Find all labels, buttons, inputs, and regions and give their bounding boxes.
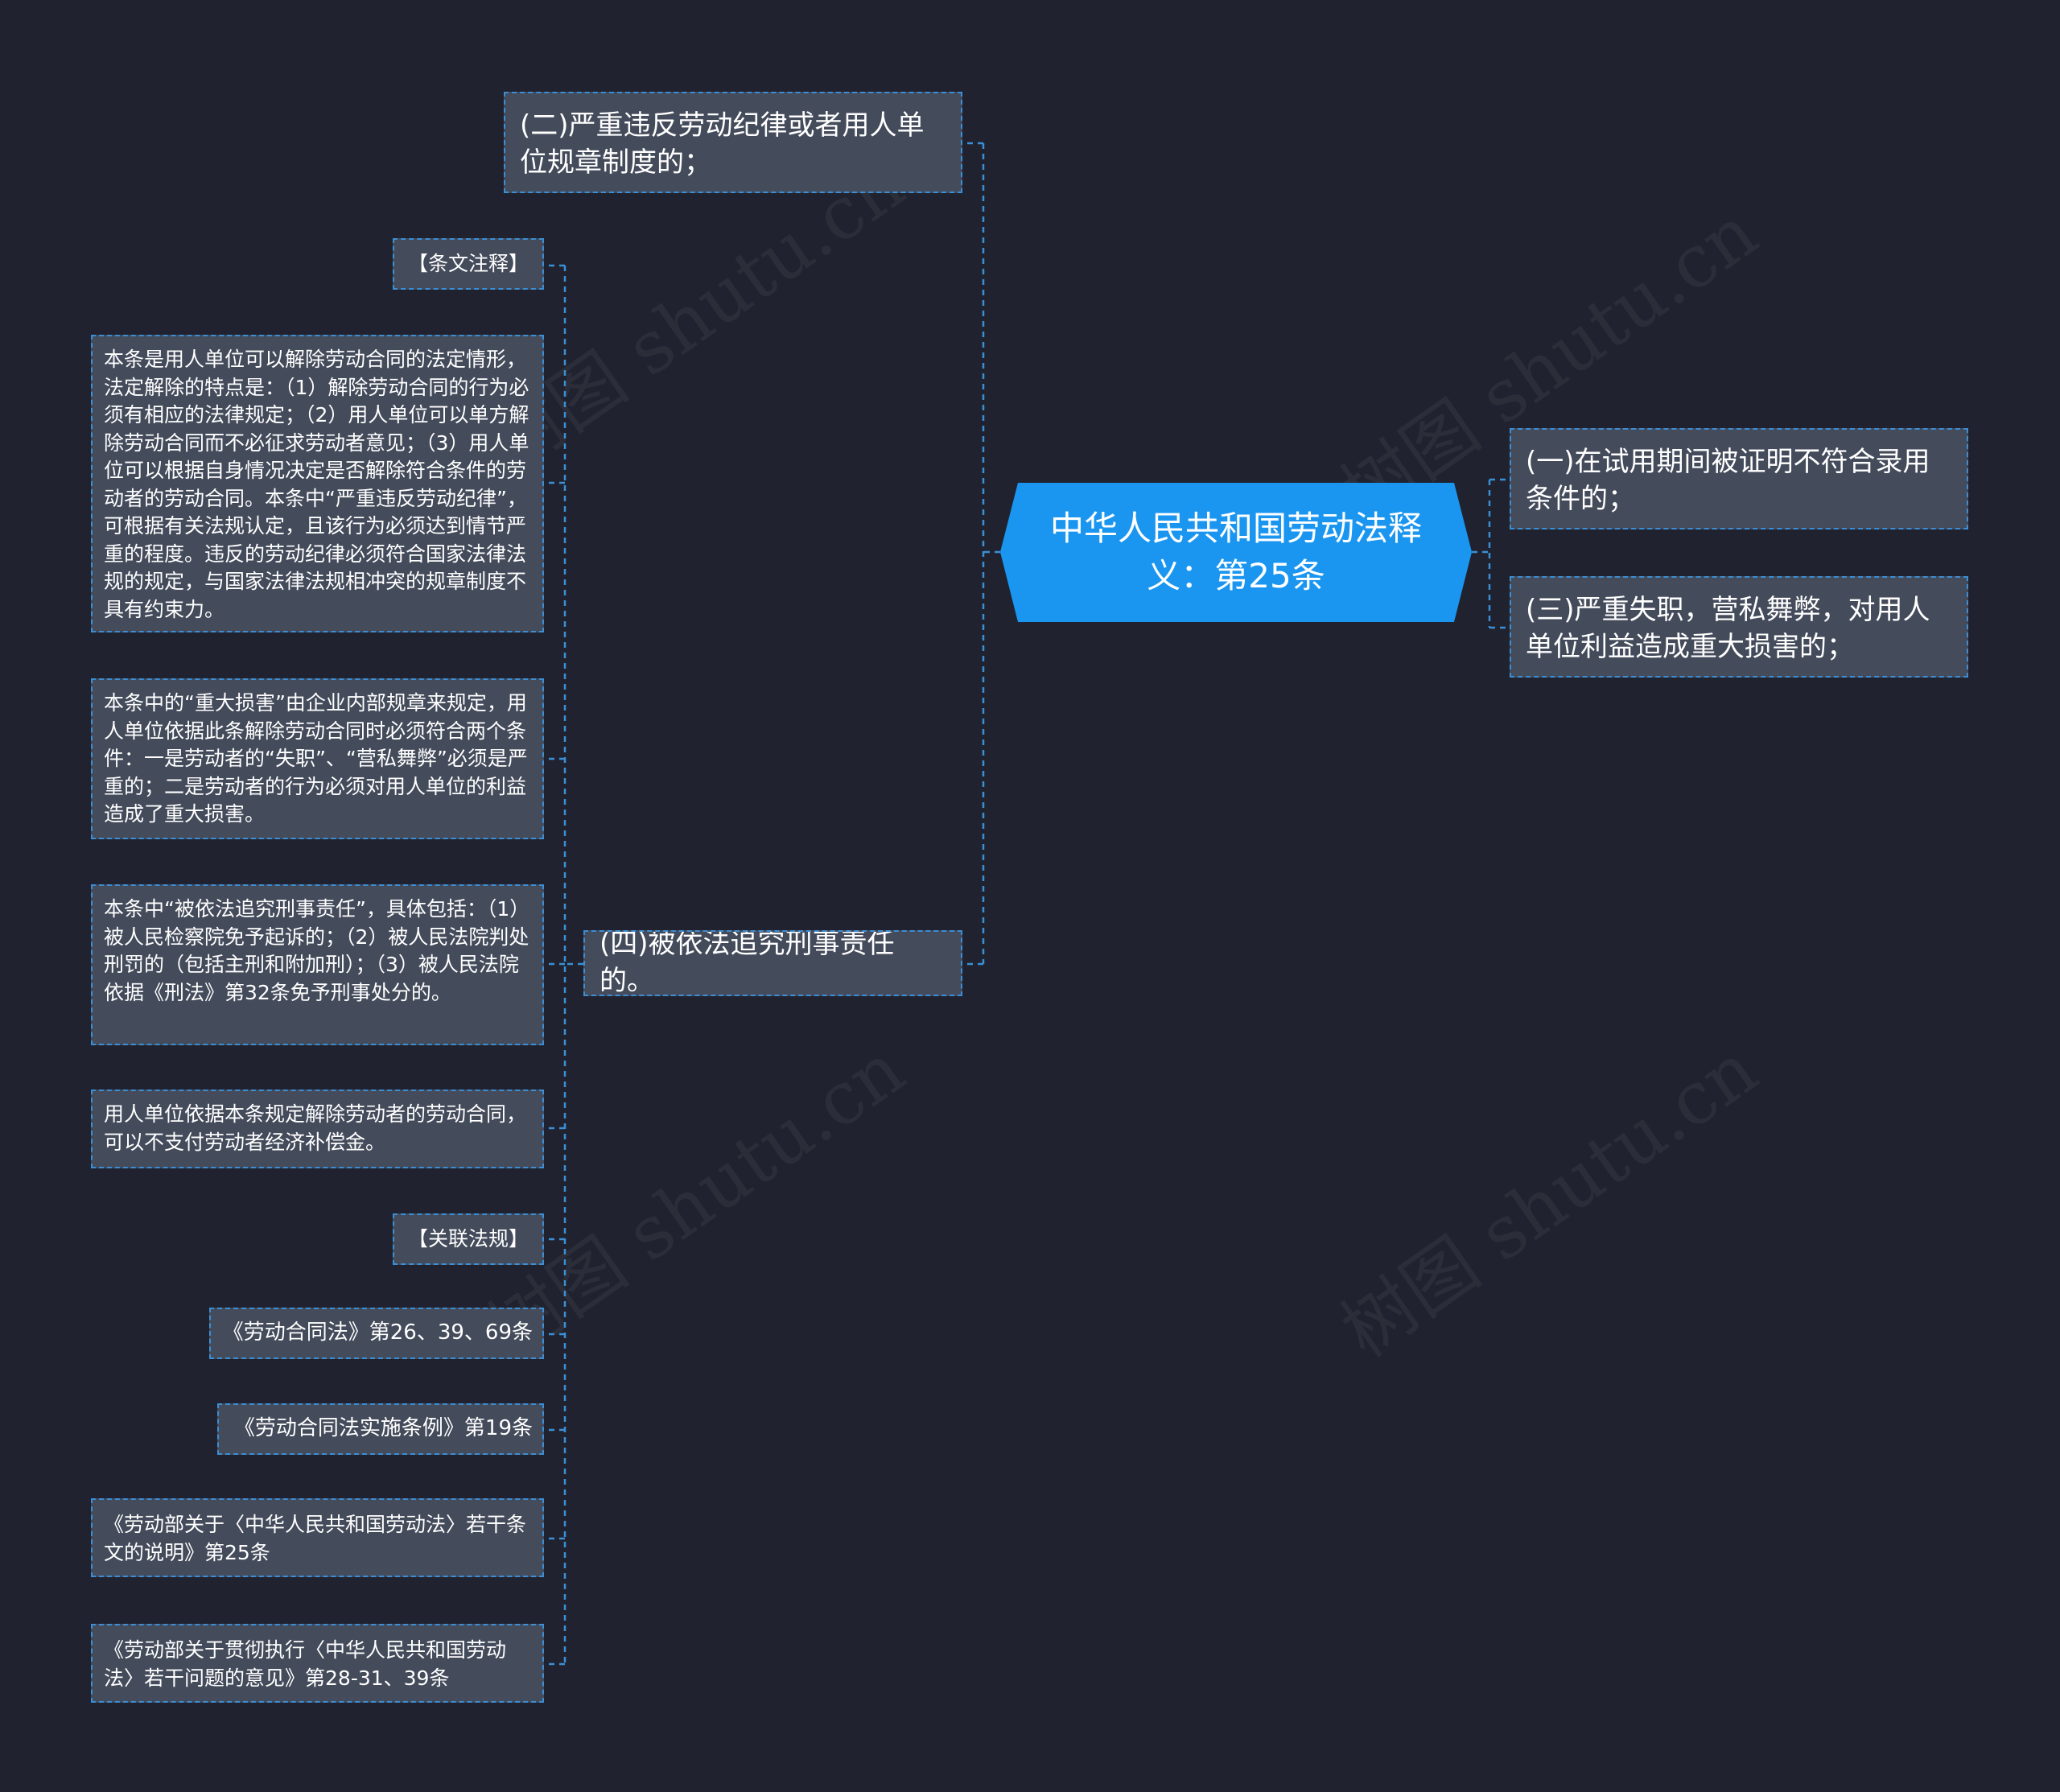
note-text: 本条中“被依法追究刑事责任”，具体包括：（1）被人民检察院免予起诉的；（2）被人…: [104, 897, 530, 1004]
branch-label: (一)在试用期间被证明不符合录用条件的；: [1526, 446, 1930, 515]
note-text: 本条是用人单位可以解除劳动合同的法定情形，法定解除的特点是：（1）解除劳动合同的…: [104, 348, 529, 621]
branch-label: (三)严重失职，营私舞弊，对用人单位利益造成重大损害的；: [1526, 594, 1930, 663]
note-node-1[interactable]: 本条是用人单位可以解除劳动合同的法定情形，法定解除的特点是：（1）解除劳动合同的…: [91, 335, 544, 632]
reference-text: 《劳动合同法》第26、39、69条: [222, 1320, 533, 1345]
watermark: 树图 shutu.cn: [1327, 1027, 1773, 1374]
note-text: 用人单位依据本条规定解除劳动者的劳动合同，可以不支付劳动者经济补偿金。: [104, 1102, 527, 1154]
reference-node-4[interactable]: 《劳动部关于贯彻执行〈中华人民共和国劳动法〉若干问题的意见》第28-31、39条: [91, 1624, 544, 1703]
branch-node-1[interactable]: (一)在试用期间被证明不符合录用条件的；: [1510, 428, 1968, 529]
note-text: 本条中的“重大损害”由企业内部规章来规定，用人单位依据此条解除劳动合同时必须符合…: [104, 691, 528, 826]
note-node-3[interactable]: 本条中“被依法追究刑事责任”，具体包括：（1）被人民检察院免予起诉的；（2）被人…: [91, 884, 544, 1045]
reference-text: 《劳动合同法实施条例》第19条: [233, 1416, 533, 1441]
root-shape: [1000, 483, 1472, 622]
root-node[interactable]: 中华人民共和国劳动法释义：第25条: [1000, 483, 1472, 622]
note-node-2[interactable]: 本条中的“重大损害”由企业内部规章来规定，用人单位依据此条解除劳动合同时必须符合…: [91, 678, 544, 839]
reference-node-3[interactable]: 《劳动部关于〈中华人民共和国劳动法〉若干条文的说明》第25条: [91, 1498, 544, 1577]
related-tag[interactable]: 【关联法规】: [393, 1213, 544, 1265]
tag-label: 【关联法规】: [407, 1226, 529, 1250]
branch-node-4[interactable]: (四)被依法追究刑事责任的。: [583, 930, 962, 996]
branch-label: (四)被依法追究刑事责任的。: [599, 930, 895, 996]
branch-node-2[interactable]: (二)严重违反劳动纪律或者用人单位规章制度的；: [504, 92, 962, 193]
branch-node-3[interactable]: (三)严重失职，营私舞弊，对用人单位利益造成重大损害的；: [1510, 576, 1968, 678]
reference-node-2[interactable]: 《劳动合同法实施条例》第19条: [217, 1403, 544, 1455]
branch-label: (二)严重违反劳动纪律或者用人单位规章制度的；: [520, 109, 925, 179]
reference-text: 《劳动部关于贯彻执行〈中华人民共和国劳动法〉若干问题的意见》第28-31、39条: [104, 1638, 507, 1690]
annotation-tag[interactable]: 【条文注释】: [393, 238, 544, 290]
reference-text: 《劳动部关于〈中华人民共和国劳动法〉若干条文的说明》第25条: [104, 1513, 527, 1564]
tag-label: 【条文注释】: [407, 251, 529, 275]
reference-node-1[interactable]: 《劳动合同法》第26、39、69条: [209, 1308, 544, 1359]
root-label: 中华人民共和国劳动法释义：第25条: [1049, 508, 1422, 595]
note-node-4[interactable]: 用人单位依据本条规定解除劳动者的劳动合同，可以不支付劳动者经济补偿金。: [91, 1090, 544, 1168]
